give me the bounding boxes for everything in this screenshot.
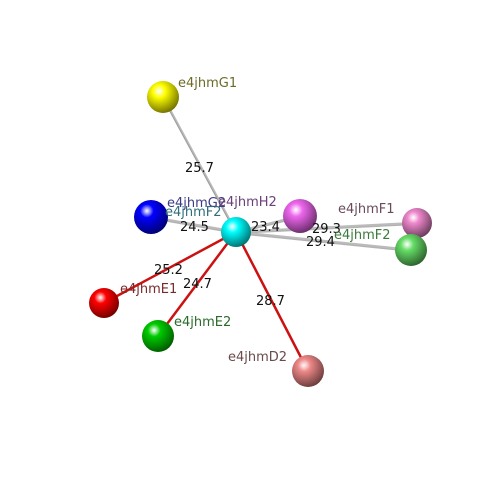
atom-H2b xyxy=(283,199,317,233)
atom-label-F1: e4jhmF1 xyxy=(338,202,395,217)
bond-E2 xyxy=(156,230,238,338)
bond-E1 xyxy=(102,230,238,305)
atom-label-center: e4jhmH2 xyxy=(218,195,277,210)
distance-label-F1: 29.3 xyxy=(312,222,341,237)
bond-F2b xyxy=(234,230,413,252)
atom-center xyxy=(221,217,251,247)
bond-F1 xyxy=(234,221,419,234)
atom-E1 xyxy=(89,288,119,318)
atom-E2 xyxy=(142,320,174,352)
bond-shadow-F2b xyxy=(235,233,412,252)
atom-label-F2a: e4jhmF2 xyxy=(165,205,222,220)
distance-label-G1: 25.7 xyxy=(185,161,214,176)
label-layer: 25.7 24.5 23.4 29.329.4 25.224.7 28.7 e4jhmG1 e… xyxy=(120,76,395,365)
atom-label-E1: e4jhmE1 xyxy=(120,282,177,297)
atom-label-F2b: e4jhmF2 xyxy=(334,228,391,243)
atom-label-G2: e4jhmG2 xyxy=(167,196,226,211)
bond-D2 xyxy=(234,230,310,373)
atom-G1 xyxy=(147,81,179,113)
atom-label-D2: e4jhmD2 xyxy=(228,350,287,365)
atom-label-E2: e4jhmE2 xyxy=(174,315,231,330)
atom-label-G1: e4jhmG1 xyxy=(178,76,237,91)
bond-shadow-G1 xyxy=(162,98,237,234)
atom-G2 xyxy=(134,200,168,234)
atom-F1 xyxy=(402,208,432,238)
bond-shadow-F1 xyxy=(235,224,418,234)
distance-label-D2: 28.7 xyxy=(256,294,285,309)
distance-label-E1: 25.2 xyxy=(154,263,183,278)
atom-F2b xyxy=(395,234,427,266)
atom-D2 xyxy=(292,355,324,387)
distance-label-H2b: 23.4 xyxy=(251,220,280,235)
distance-label-E2: 24.7 xyxy=(183,277,212,292)
distance-label-F2b: 29.4 xyxy=(306,235,335,250)
distance-label-G2: 24.5 xyxy=(180,220,209,235)
bond-G1 xyxy=(161,95,238,234)
atom-layer xyxy=(89,81,432,387)
